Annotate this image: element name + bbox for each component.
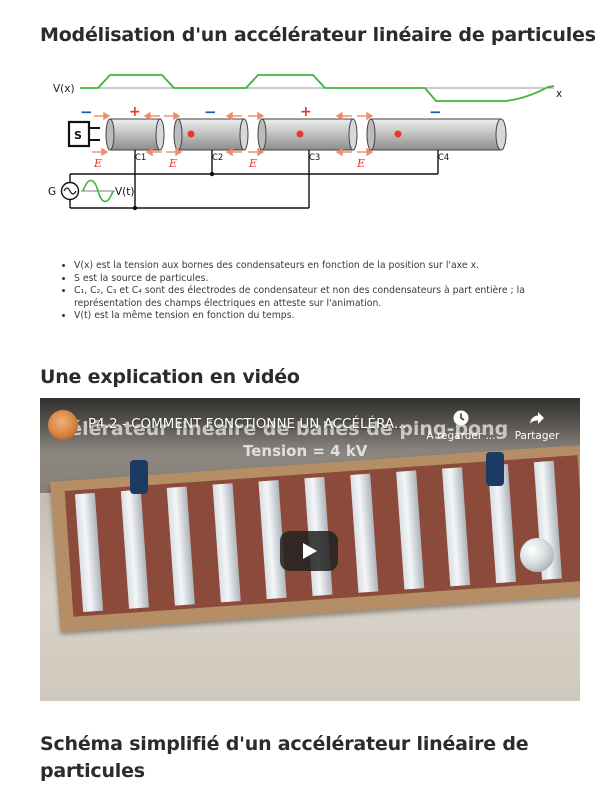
electrode-c2 xyxy=(173,118,249,151)
label-c1: C1 xyxy=(135,153,146,163)
ping-pong-ball xyxy=(520,538,554,572)
channel-avatar[interactable] xyxy=(48,410,78,440)
field-label: E xyxy=(168,157,177,170)
vt-label: V(t) xyxy=(115,186,135,198)
explanation-list: V(x) est la tension aux bornes des conde… xyxy=(58,260,594,323)
sign-plus-2: + xyxy=(300,104,312,120)
particle-source xyxy=(67,120,91,148)
field-arrows-bottom xyxy=(92,147,374,157)
clock-icon xyxy=(453,410,469,426)
electrode-c4 xyxy=(366,118,507,151)
share-button[interactable]: Partager xyxy=(502,409,572,442)
list-item: S est la source de particules. xyxy=(74,273,594,286)
field-arrows-top xyxy=(94,111,374,121)
x-axis-label: x xyxy=(556,88,562,100)
watch-later-label: À regarder ... xyxy=(426,430,496,442)
heading-schema: Schéma simplifié d'un accélérateur linéa… xyxy=(40,733,529,782)
source-label: S xyxy=(74,129,82,142)
sign-minus-1: − xyxy=(80,103,93,121)
field-label: E xyxy=(356,157,365,170)
video-subtitle: Tension = 4 kV xyxy=(243,442,368,460)
sign-minus-3: − xyxy=(429,103,442,121)
sign-minus-2: − xyxy=(204,103,217,121)
particle xyxy=(296,130,304,138)
generator-label: G xyxy=(48,186,56,198)
heading-video: Une explication en vidéo xyxy=(40,366,300,388)
share-icon xyxy=(530,412,544,424)
vt-signal xyxy=(82,179,114,203)
particle xyxy=(394,130,402,138)
electrode-c3 xyxy=(257,118,358,151)
electrode-c1 xyxy=(105,118,165,151)
voltage-label: V(x) xyxy=(53,83,75,95)
label-c2: C2 xyxy=(212,153,223,163)
label-c4: C4 xyxy=(438,153,449,163)
label-c3: C3 xyxy=(309,153,320,163)
list-item: V(x) est la tension aux bornes des conde… xyxy=(74,260,594,273)
list-item: V(t) est la même tension en fonction du … xyxy=(74,310,594,323)
heading-model: Modélisation d'un accélérateur linéaire … xyxy=(40,24,596,46)
clamp xyxy=(486,452,504,486)
watch-later-button[interactable]: À regarder ... xyxy=(425,409,497,442)
circuit-wiring xyxy=(69,150,439,209)
clamp xyxy=(130,460,148,494)
share-label: Partager xyxy=(514,430,560,442)
field-label: E xyxy=(93,157,102,170)
particle xyxy=(187,130,195,138)
field-label: E xyxy=(248,157,257,170)
play-button[interactable] xyxy=(280,531,338,571)
accelerator-diagram: V(x) x − + − + − S xyxy=(48,74,562,211)
video-player[interactable]: célérateur linéaire de balles de ping-po… xyxy=(40,398,580,701)
play-icon xyxy=(303,543,317,559)
sign-plus-1: + xyxy=(129,104,141,120)
video-background-text: célérateur linéaire de balles de ping-po… xyxy=(58,418,509,440)
video-title-link[interactable]: P4.2 - COMMENT FONCTIONNE UN ACCÉLÉRA... xyxy=(88,416,407,432)
list-item: C₁, C₂, C₃ et C₄ sont des électrodes de … xyxy=(74,285,594,310)
voltage-signal xyxy=(80,74,555,102)
